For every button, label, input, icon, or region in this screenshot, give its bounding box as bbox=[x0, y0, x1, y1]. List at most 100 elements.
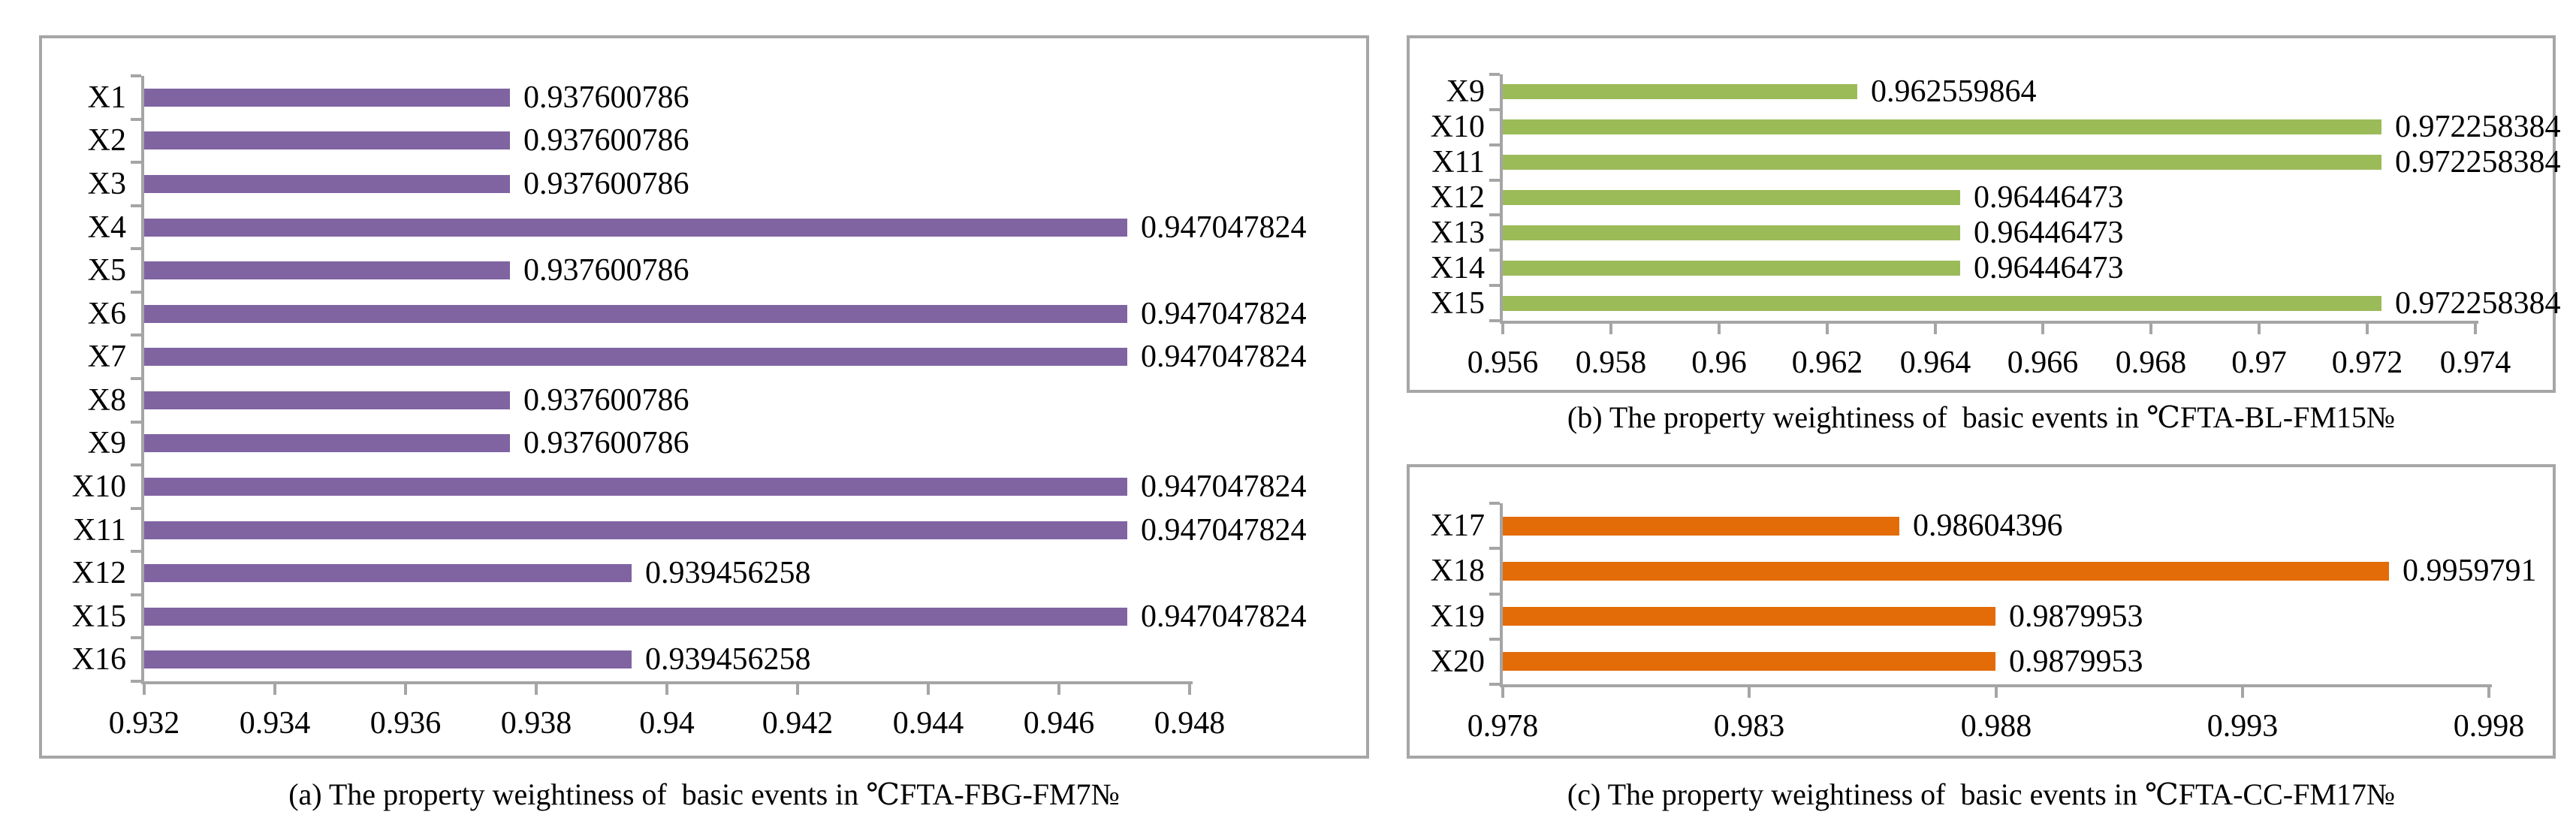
bar-x9 bbox=[1503, 84, 1857, 99]
x-axis-tick-label: 0.936 bbox=[370, 706, 442, 741]
x-axis-tick-label: 0.962 bbox=[1791, 346, 1863, 380]
y-axis-tick-mark bbox=[1489, 683, 1500, 686]
y-axis-line bbox=[1500, 74, 1503, 324]
x-axis-tick-label: 0.932 bbox=[108, 706, 180, 741]
bar-x6 bbox=[144, 305, 1127, 323]
bar-x10 bbox=[144, 478, 1127, 496]
value-label-x5: 0.937600786 bbox=[523, 253, 689, 288]
bar-x13 bbox=[1503, 225, 1960, 240]
category-label-x7: X7 bbox=[87, 340, 126, 374]
y-axis-tick-mark bbox=[131, 74, 141, 77]
bar-x17 bbox=[1503, 517, 1899, 536]
value-label-x6: 0.947047824 bbox=[1141, 297, 1307, 331]
y-axis-tick-mark bbox=[131, 506, 141, 510]
value-label-x4: 0.947047824 bbox=[1141, 210, 1307, 245]
y-axis-tick-mark bbox=[131, 377, 141, 380]
x-axis-tick-label: 0.942 bbox=[762, 706, 834, 741]
bar-x12 bbox=[144, 564, 632, 582]
y-axis-tick-mark bbox=[131, 247, 141, 251]
x-axis-tick-label: 0.974 bbox=[2439, 346, 2511, 380]
x-axis-tick-label: 0.97 bbox=[2231, 346, 2287, 380]
category-label-x17: X17 bbox=[1430, 509, 1485, 543]
value-label-x12: 0.939456258 bbox=[645, 556, 811, 590]
value-label-x19: 0.9879953 bbox=[2009, 599, 2143, 634]
y-axis-tick-mark bbox=[131, 117, 141, 121]
x-axis-tick-label: 0.993 bbox=[2206, 709, 2279, 744]
value-label-x11: 0.972258384 bbox=[2395, 145, 2561, 180]
x-axis-tick-mark bbox=[2149, 321, 2152, 334]
bar-x8 bbox=[144, 391, 510, 409]
y-axis-tick-mark bbox=[1489, 637, 1500, 641]
x-axis-tick-label: 0.978 bbox=[1467, 709, 1539, 744]
y-axis-tick-mark bbox=[1489, 143, 1500, 146]
category-label-x6: X6 bbox=[87, 297, 126, 331]
y-axis-tick-mark bbox=[131, 420, 141, 424]
x-axis-tick-label: 0.934 bbox=[239, 706, 311, 741]
category-label-x8: X8 bbox=[87, 383, 126, 418]
category-label-x12: X12 bbox=[71, 556, 126, 590]
bar-x19 bbox=[1503, 607, 1995, 626]
value-label-x17: 0.98604396 bbox=[1913, 509, 2063, 543]
category-label-x14: X14 bbox=[1430, 251, 1485, 285]
category-label-x11: X11 bbox=[1431, 145, 1485, 180]
category-label-x15: X15 bbox=[71, 599, 126, 634]
y-axis-tick-mark bbox=[1489, 213, 1500, 217]
x-axis-tick-label: 0.983 bbox=[1713, 709, 1785, 744]
y-axis-tick-mark bbox=[1489, 284, 1500, 288]
value-label-x13: 0.96446473 bbox=[1974, 216, 2124, 250]
category-label-x2: X2 bbox=[87, 123, 126, 158]
y-axis-tick-mark bbox=[1489, 319, 1500, 322]
x-axis-tick-label: 0.968 bbox=[2115, 346, 2187, 380]
x-axis-tick-mark bbox=[143, 681, 146, 695]
y-axis-line bbox=[1500, 503, 1503, 687]
category-label-x10: X10 bbox=[71, 469, 126, 504]
x-axis-tick-mark bbox=[404, 681, 407, 695]
x-axis-tick-label: 0.966 bbox=[2007, 346, 2079, 380]
y-axis-tick-mark bbox=[131, 161, 141, 164]
x-axis-line bbox=[1500, 321, 2478, 324]
x-axis-tick-mark bbox=[1057, 681, 1060, 695]
category-label-x18: X18 bbox=[1430, 554, 1485, 588]
bar-x5 bbox=[144, 261, 510, 279]
x-axis-tick-mark bbox=[1501, 321, 1504, 334]
bar-x3 bbox=[144, 175, 510, 193]
bar-x16 bbox=[144, 650, 632, 668]
bar-x1 bbox=[144, 89, 510, 107]
y-axis-tick-mark bbox=[1489, 249, 1500, 252]
x-axis-tick-mark bbox=[2041, 321, 2044, 334]
x-axis-tick-label: 0.948 bbox=[1154, 706, 1226, 741]
value-label-x8: 0.937600786 bbox=[523, 383, 689, 418]
x-axis-tick-mark bbox=[2366, 321, 2369, 334]
bar-x15 bbox=[1503, 296, 2381, 311]
value-label-x1: 0.937600786 bbox=[523, 80, 689, 115]
x-axis-tick-mark bbox=[2487, 684, 2490, 698]
x-axis-tick-mark bbox=[273, 681, 276, 695]
category-label-x12: X12 bbox=[1430, 180, 1485, 215]
category-label-x5: X5 bbox=[87, 253, 126, 288]
x-axis-tick-mark bbox=[665, 681, 668, 695]
x-axis-tick-label: 0.94 bbox=[639, 706, 695, 741]
x-axis-tick-mark bbox=[1188, 681, 1191, 695]
value-label-x15: 0.972258384 bbox=[2395, 286, 2561, 321]
value-label-x15: 0.947047824 bbox=[1141, 599, 1307, 634]
y-axis-tick-mark bbox=[131, 593, 141, 596]
y-axis-tick-mark bbox=[1489, 178, 1500, 182]
category-label-x9: X9 bbox=[87, 426, 126, 460]
value-label-x10: 0.972258384 bbox=[2395, 110, 2561, 144]
x-axis-tick-mark bbox=[1501, 684, 1504, 698]
y-axis-tick-mark bbox=[1489, 547, 1500, 551]
category-label-x3: X3 bbox=[87, 167, 126, 201]
value-label-x9: 0.937600786 bbox=[523, 426, 689, 460]
y-axis-tick-mark bbox=[131, 290, 141, 294]
y-axis-tick-mark bbox=[131, 550, 141, 554]
bar-x7 bbox=[144, 348, 1127, 366]
value-label-x20: 0.9879953 bbox=[2009, 644, 2143, 679]
x-axis-tick-label: 0.944 bbox=[892, 706, 964, 741]
x-axis-tick-label: 0.972 bbox=[2331, 346, 2403, 380]
x-axis-tick-mark bbox=[1748, 684, 1751, 698]
value-label-x7: 0.947047824 bbox=[1141, 340, 1307, 374]
